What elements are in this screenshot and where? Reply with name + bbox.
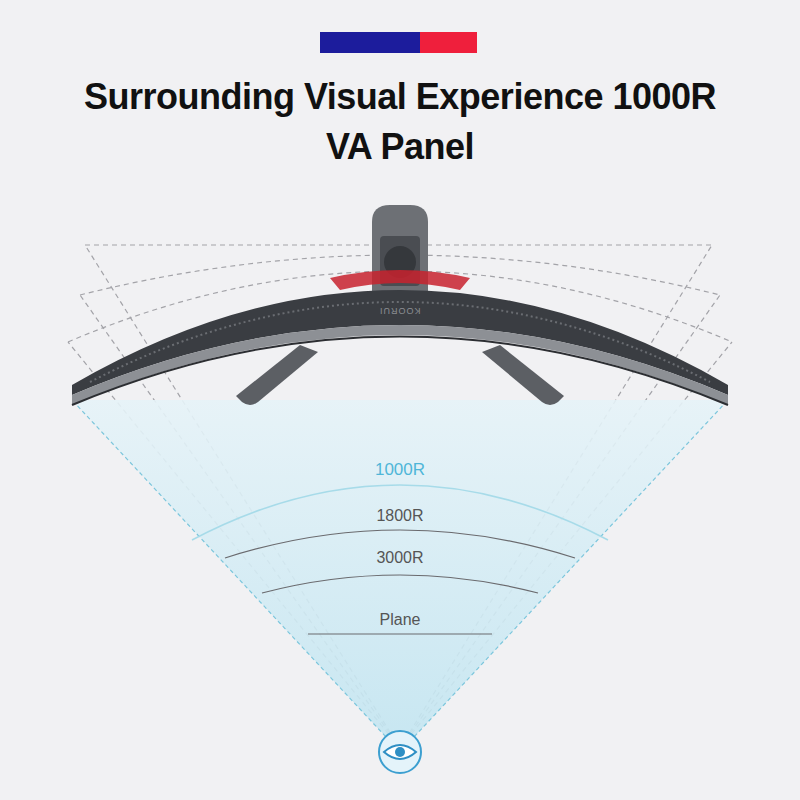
view-fan bbox=[72, 400, 728, 752]
stand-leg bbox=[236, 345, 318, 405]
brand-mark: KOORUI bbox=[379, 305, 421, 316]
curvature-label: 3000R bbox=[376, 548, 423, 567]
plane-line bbox=[308, 633, 492, 634]
plane-label: Plane bbox=[380, 610, 421, 629]
curvature-label: 1000R bbox=[375, 460, 425, 480]
monitor-bezel bbox=[72, 325, 728, 405]
monitor-back bbox=[72, 290, 728, 395]
flag-red bbox=[420, 32, 477, 53]
arc-1000r bbox=[192, 485, 608, 540]
heading: Surrounding Visual Experience 1000R VA P… bbox=[80, 72, 720, 172]
arc-3000r bbox=[262, 575, 538, 593]
eye-icon bbox=[379, 731, 421, 773]
stand-leg bbox=[482, 345, 564, 405]
flag-blue bbox=[320, 32, 420, 53]
stand-neck bbox=[372, 205, 428, 300]
curvature-label: 1800R bbox=[376, 506, 423, 525]
